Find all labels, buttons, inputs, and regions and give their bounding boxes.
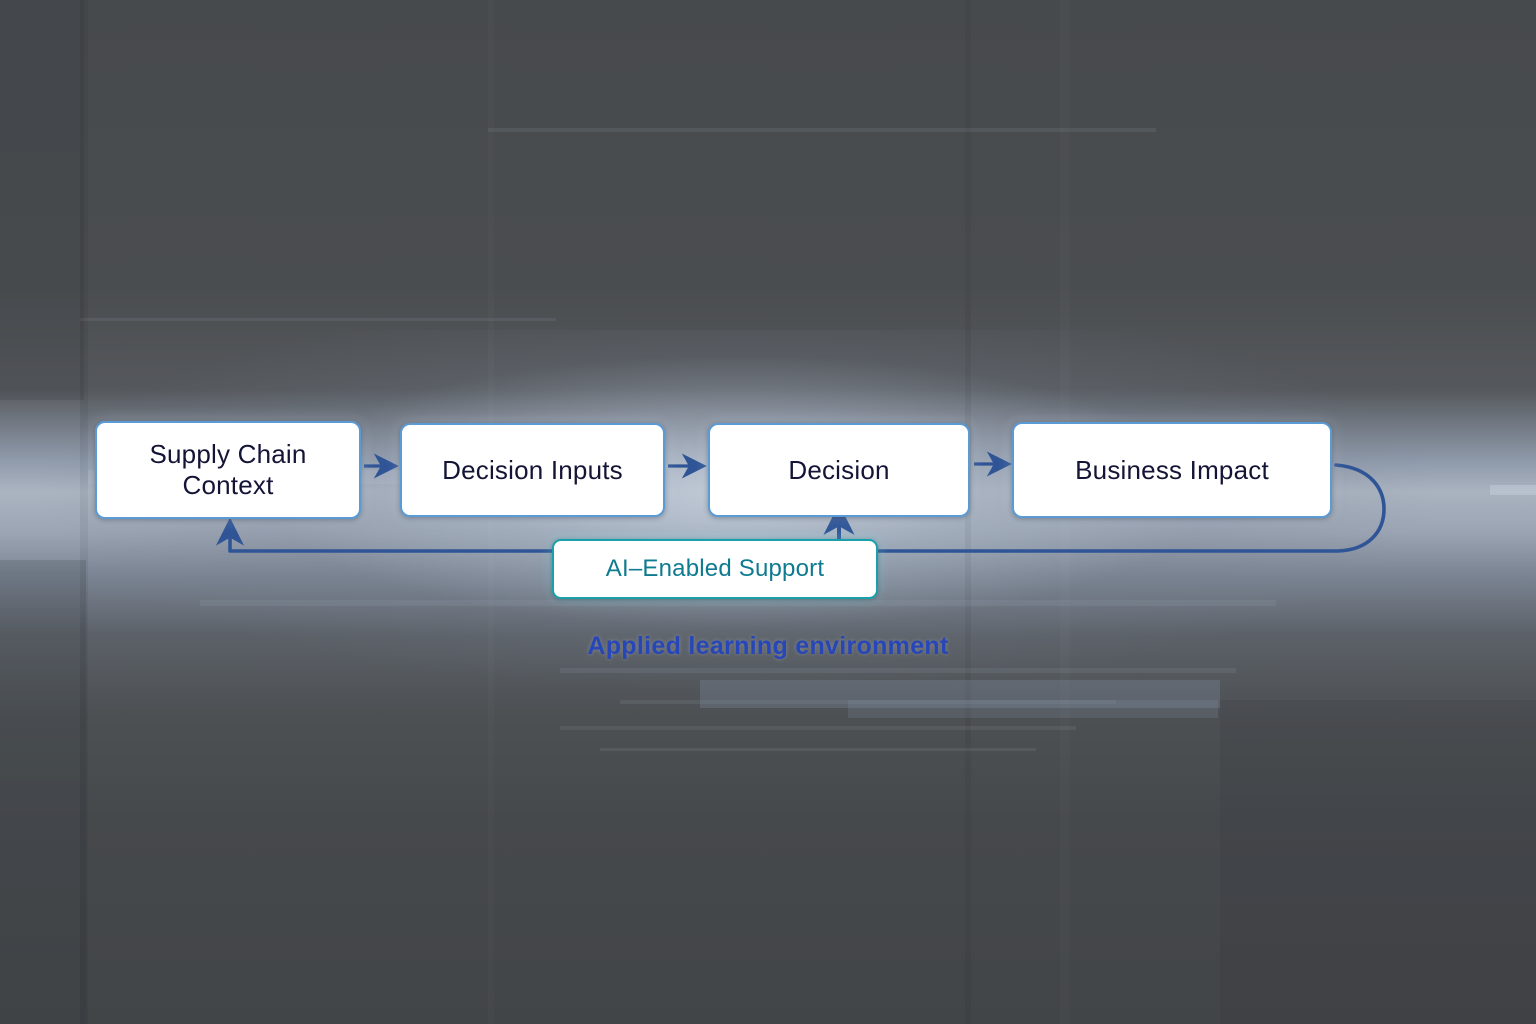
node-decision[interactable]: Decision	[708, 423, 970, 517]
node-ai-enabled-support[interactable]: AI–Enabled Support	[552, 539, 878, 599]
node-label: Decision	[788, 454, 890, 485]
node-decision-inputs[interactable]: Decision Inputs	[400, 423, 665, 517]
node-business-impact[interactable]: Business Impact	[1012, 422, 1332, 518]
node-label: Decision Inputs	[442, 454, 623, 485]
node-label: Supply Chain Context	[149, 439, 307, 500]
node-label: AI–Enabled Support	[605, 554, 825, 582]
node-label: Business Impact	[1075, 454, 1269, 485]
diagram-caption: Applied learning environment	[0, 632, 1536, 661]
node-supply-chain-context[interactable]: Supply Chain Context	[95, 421, 361, 519]
caption-text: Applied learning environment	[587, 632, 949, 660]
connector-feedback-loop	[215, 463, 1386, 553]
